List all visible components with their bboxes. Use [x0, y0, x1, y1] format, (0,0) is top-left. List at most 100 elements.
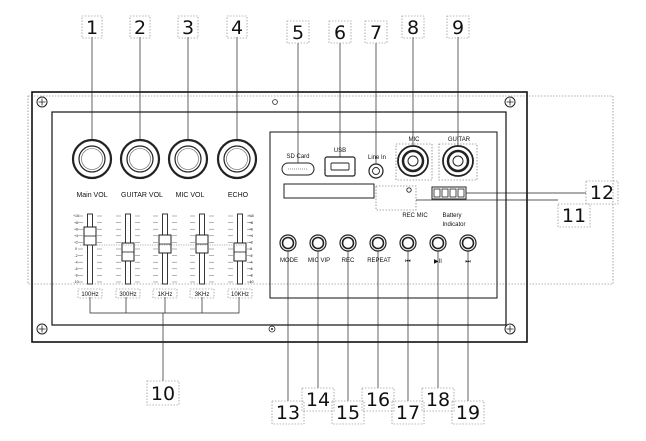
eq-scale-label: -4	[74, 260, 77, 264]
callout-18: 18	[421, 387, 455, 412]
eq-scale-label: -4	[249, 260, 252, 264]
eq-bracket-leader	[89, 297, 240, 381]
callout-11: 11	[557, 203, 591, 228]
mic-vip-button[interactable]	[309, 234, 327, 252]
eq-scale-label: +8	[249, 221, 253, 225]
eq-scale-label: -6	[74, 267, 77, 271]
knob-label-main-vol: Main VOL	[76, 192, 107, 199]
callout-6-text: 6	[334, 22, 346, 44]
eq-band-label: 10KHz	[231, 292, 249, 298]
eq-scale-label: +6	[74, 227, 78, 231]
callout-1: 1	[81, 15, 103, 39]
callout-17: 17	[391, 400, 425, 425]
callout-10-text: 10	[151, 383, 175, 405]
sd-card-slot[interactable]	[281, 162, 315, 176]
eq-slider-10khz[interactable]	[233, 213, 247, 285]
eq-scale-label: -2	[74, 254, 77, 258]
mic-vip-button-label: MIC VIP	[308, 258, 330, 264]
callout-4: 4	[226, 15, 248, 39]
knob-mic-vol[interactable]	[167, 138, 209, 180]
guitar-jack[interactable]	[438, 143, 478, 181]
eq-slider-3khz[interactable]	[195, 213, 209, 285]
callout-3: 3	[177, 15, 199, 39]
eq-scale-label: +6	[249, 227, 253, 231]
callout-8: 8	[401, 15, 425, 39]
callout-9-text: 9	[452, 17, 464, 39]
mic-jack[interactable]	[395, 143, 433, 181]
callout-12: 12	[585, 180, 619, 205]
callout-17-text: 17	[396, 402, 420, 424]
battery-indicator-icon	[431, 186, 467, 200]
dashed-outline-main	[27, 95, 614, 285]
next-track-button[interactable]	[459, 234, 477, 252]
screw-bottom-left-icon	[36, 323, 48, 335]
repeat-button-label: REPEAT	[367, 258, 391, 264]
eq-scale-label: 0	[75, 247, 77, 251]
knob-label-mic-vol: MIC VOL	[176, 192, 205, 199]
usb-port[interactable]	[324, 156, 356, 177]
rec-mic-hole	[406, 187, 412, 193]
battery-label: Battery	[442, 213, 461, 219]
eq-band-label: 1KHz	[158, 292, 173, 298]
callout-5: 5	[286, 20, 310, 44]
eq-band-box	[115, 288, 141, 299]
callout-13-text: 13	[276, 402, 300, 424]
callout-16: 16	[361, 387, 395, 412]
knob-echo[interactable]	[216, 138, 258, 180]
eq-band-box	[227, 288, 253, 299]
mode-button[interactable]	[279, 234, 297, 252]
callout-5-text: 5	[292, 22, 304, 44]
previous-track-button[interactable]	[399, 234, 417, 252]
callout-10: 10	[146, 380, 180, 406]
eq-slider-300hz[interactable]	[121, 213, 135, 285]
callout-7-text: 7	[370, 22, 382, 44]
callout-14-text: 14	[306, 389, 330, 411]
eq-scale-label: +10	[73, 214, 79, 218]
rec-button[interactable]	[339, 234, 357, 252]
top-hole-icon	[272, 99, 278, 105]
callout-4-text: 4	[231, 17, 243, 39]
callout-11-text: 11	[562, 205, 586, 227]
eq-band-label: 3KHz	[195, 292, 210, 298]
display-window	[283, 183, 375, 199]
eq-scale-label: +2	[74, 241, 78, 245]
eq-scale-label: +8	[74, 221, 78, 225]
leader-lines	[91, 37, 586, 401]
callout-19-text: 19	[456, 402, 480, 424]
callout-9: 9	[446, 15, 470, 39]
eq-scale-label: +2	[249, 241, 253, 245]
knob-main-vol[interactable]	[71, 138, 113, 180]
panel-outer-frame	[31, 91, 528, 343]
rec-mic-highlight	[375, 185, 417, 211]
eq-scale-label: -8	[74, 274, 77, 278]
callout-7: 7	[364, 20, 388, 44]
eq-scale-label: -2	[249, 254, 252, 258]
callout-19: 19	[451, 400, 485, 425]
eq-slider-100hz[interactable]	[83, 213, 97, 285]
callout-2: 2	[129, 15, 151, 39]
callout-18-text: 18	[426, 389, 450, 411]
play-pause-button[interactable]	[429, 234, 447, 252]
callout-6: 6	[328, 20, 352, 44]
eq-scale-label: -10	[248, 280, 253, 284]
callout-14: 14	[301, 387, 335, 412]
callout-12-text: 12	[590, 182, 614, 204]
line-in-jack[interactable]	[368, 163, 384, 179]
eq-band-label: 100Hz	[81, 292, 98, 298]
knob-label-echo: ECHO	[228, 192, 249, 199]
eq-scale-label: 0	[250, 247, 252, 251]
screw-top-left-icon	[36, 96, 48, 108]
eq-scale-label: +4	[249, 234, 253, 238]
knob-guitar-vol[interactable]	[119, 138, 161, 180]
callout-13: 13	[271, 400, 305, 425]
eq-scale-label: -10	[73, 280, 78, 284]
line-in-label: Line In	[368, 155, 386, 161]
eq-scale-label: +4	[74, 234, 78, 238]
bottom-hole-icon	[268, 325, 276, 333]
panel-inner-frame	[51, 111, 507, 326]
screw-top-right-icon	[504, 96, 516, 108]
eq-slider-1khz[interactable]	[158, 213, 172, 285]
repeat-button[interactable]	[369, 234, 387, 252]
callout-1-text: 1	[86, 17, 98, 39]
eq-scale-label: -6	[249, 267, 252, 271]
